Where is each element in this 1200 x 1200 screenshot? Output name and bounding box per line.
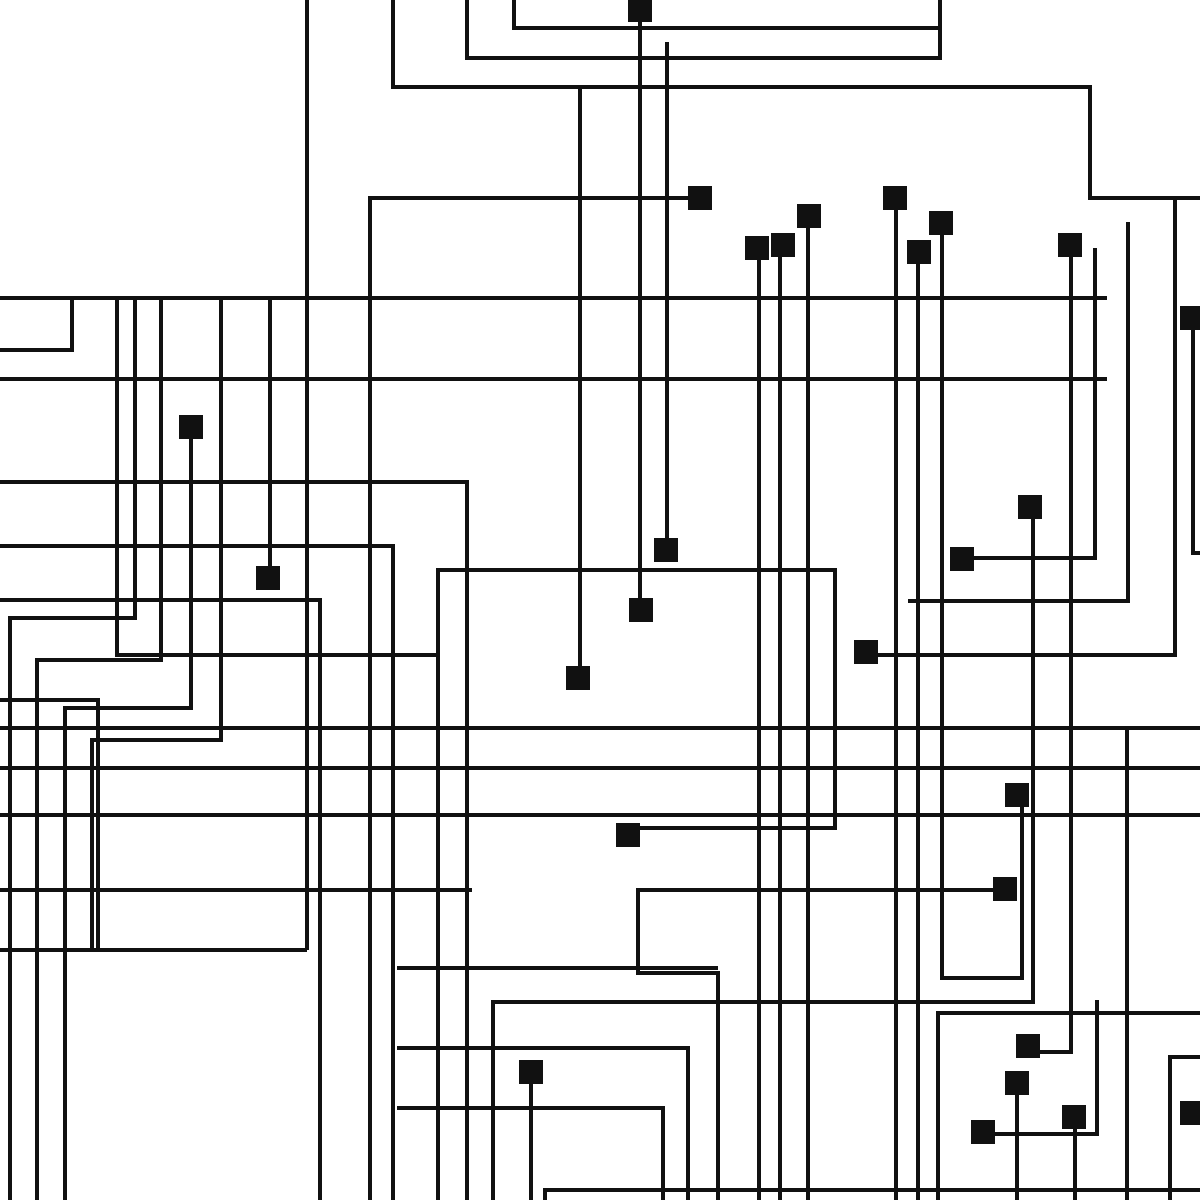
connector-line: [8, 298, 137, 1200]
connector-line: [0, 544, 395, 1200]
connector-line: [436, 568, 837, 1200]
connector-line: [936, 1011, 1200, 1200]
terminal-node: [1062, 1105, 1086, 1129]
terminal-node: [1180, 1101, 1200, 1125]
terminal-node: [883, 186, 907, 210]
connector-line: [512, 0, 940, 30]
connector-line: [543, 1188, 1200, 1200]
terminal-node: [688, 186, 712, 210]
connector-line: [0, 480, 469, 1200]
connector-line: [391, 0, 1092, 200]
connector-line: [0, 598, 322, 1200]
terminal-node: [616, 823, 640, 847]
connector-line: [983, 1000, 1099, 1136]
connector-line: [1028, 245, 1073, 1054]
terminal-node: [1180, 306, 1200, 330]
connector-line: [35, 298, 163, 1200]
terminal-node: [1016, 1034, 1040, 1058]
terminal-node: [971, 1120, 995, 1144]
terminal-node: [519, 1060, 543, 1084]
connector-line: [866, 198, 1177, 657]
terminal-nodes: [179, 0, 1200, 1144]
terminal-node: [1005, 1071, 1029, 1095]
connector-line: [397, 1106, 665, 1200]
connector-line: [0, 298, 74, 352]
terminal-node: [1018, 495, 1042, 519]
terminal-node: [797, 204, 821, 228]
terminal-node: [929, 211, 953, 235]
terminal-node: [654, 538, 678, 562]
connector-line: [115, 298, 437, 657]
connector-line: [1191, 318, 1200, 555]
terminal-node: [950, 547, 974, 571]
terminal-node: [907, 240, 931, 264]
terminal-node: [629, 598, 653, 622]
terminal-node: [1005, 783, 1029, 807]
terminal-node: [745, 236, 769, 260]
connector-line: [368, 196, 700, 1200]
connector-line: [1168, 1055, 1200, 1200]
connector-line: [397, 1046, 690, 1200]
connector-line: [90, 298, 223, 950]
connector-line: [0, 698, 100, 950]
connector-line: [962, 248, 1097, 560]
connector-line: [908, 222, 1130, 603]
connector-line: [636, 888, 1005, 1200]
connector-line: [63, 427, 193, 1200]
terminal-node: [179, 415, 203, 439]
terminal-node: [993, 877, 1017, 901]
terminal-node: [628, 0, 652, 22]
terminal-node: [1058, 233, 1082, 257]
terminal-node: [256, 566, 280, 590]
terminal-node: [771, 233, 795, 257]
terminal-node: [566, 666, 590, 690]
connector-line: [491, 507, 1035, 1200]
terminal-node: [854, 640, 878, 664]
